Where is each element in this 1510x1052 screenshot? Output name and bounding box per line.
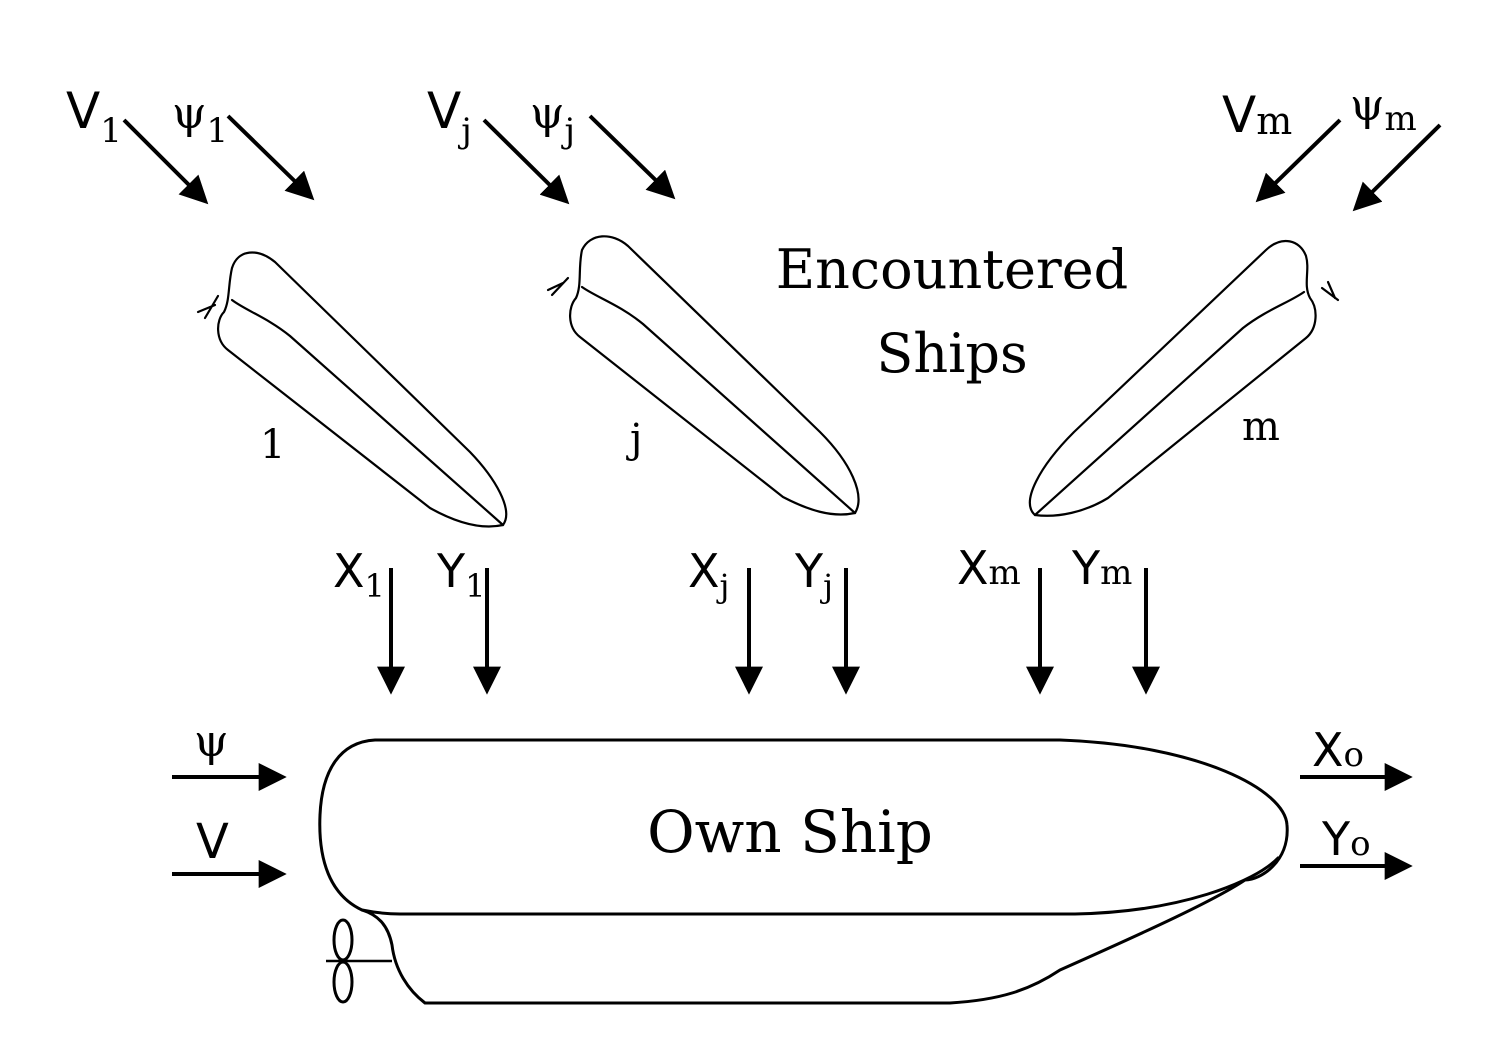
- ship-1-velocity-arrow: [122, 118, 209, 205]
- ship-j-heading-arrow: [588, 114, 676, 200]
- ship-1-id: 1: [260, 422, 285, 468]
- ship-m-force-x-label: Xm: [957, 541, 1021, 595]
- ship-1-hull: [196, 251, 508, 528]
- own-ship-velocity-label: V: [196, 814, 229, 870]
- ship-1-heading-label: ψ1: [172, 88, 228, 151]
- ship-m-force-y-label: Ym: [1071, 541, 1132, 595]
- own-ship-force-x-label: Xo: [1312, 723, 1364, 777]
- ship-j-heading-label: ψj: [530, 88, 575, 151]
- ship-j-force-y-label: Yj: [794, 544, 833, 605]
- ship-1-velocity-label: V1: [66, 82, 122, 151]
- ship-1-heading-arrow: [226, 114, 315, 201]
- own-ship-heading-label: ψ: [194, 716, 229, 767]
- ship-j-velocity-arrow: [482, 118, 570, 205]
- ship-j-force-x-label: Xj: [688, 544, 729, 605]
- ship-1-force-y-label: Y1: [436, 544, 485, 605]
- encountered-ships-title-line2: Ships: [876, 322, 1027, 385]
- own-ship-label: Own Ship: [647, 798, 933, 866]
- ship-j-hull: [546, 235, 860, 516]
- ship-m-hull: [1029, 239, 1340, 517]
- ship-j-velocity-label: Vj: [427, 82, 472, 151]
- ship-m-velocity-label: Vm: [1222, 86, 1292, 144]
- propeller-icon: [326, 918, 392, 1004]
- ship-m-velocity-arrow: [1255, 118, 1342, 203]
- ship-m-heading-arrow: [1352, 123, 1442, 212]
- ship-m-heading-label: ψm: [1350, 80, 1417, 139]
- ship-j-id: j: [626, 416, 642, 462]
- own-ship-hull: [318, 738, 1289, 1005]
- ship-m-id: m: [1242, 404, 1280, 450]
- own-ship-force-y-label: Yo: [1321, 812, 1371, 866]
- encountered-ships-title-line1: Encountered: [776, 238, 1129, 301]
- ship-1-force-x-label: X1: [333, 544, 385, 605]
